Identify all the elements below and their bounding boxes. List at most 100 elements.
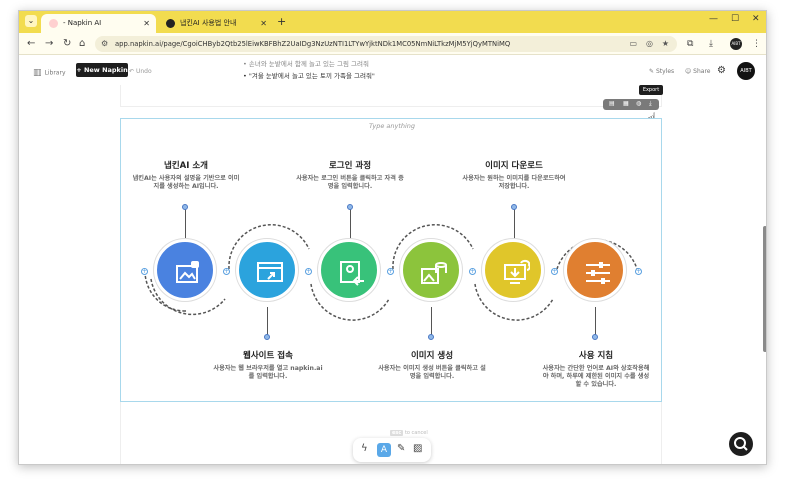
picture-icon[interactable]: ▨ <box>413 443 423 454</box>
step-circle[interactable] <box>564 239 626 301</box>
step-desc: 사용자는 로그인 버튼을 클릭하고 자격 증명을 입력합니다. <box>296 175 404 190</box>
minimize-icon[interactable]: — <box>709 14 718 24</box>
text-style-icon[interactable]: A <box>377 443 391 457</box>
text-block <box>120 402 662 464</box>
step-circle[interactable] <box>236 239 298 301</box>
handle-knob[interactable] <box>347 204 353 210</box>
stem <box>350 207 351 239</box>
step-desc: 사용자는 웹 브라우저를 열고 napkin.ai를 입력합니다. <box>213 365 323 380</box>
napkin-page: ▥Library + New Napkin ↶ Undo • 손녀와 눈밭에서 … <box>19 56 766 464</box>
search-button[interactable] <box>729 432 753 456</box>
step-circle[interactable] <box>482 239 544 301</box>
library-icon: ▥ <box>33 68 42 78</box>
profile-avatar[interactable]: AIBT <box>730 38 742 50</box>
visual-card[interactable]: Type anything 냅킨AI 소개 냅킨AI는 사용자의 설명을 기반으… <box>120 118 662 402</box>
forward-icon[interactable]: → <box>45 38 54 49</box>
library-button[interactable]: ▥Library <box>33 68 66 78</box>
eye-off-icon[interactable]: ◎ <box>646 39 653 48</box>
add-node-icon[interactable]: + <box>305 268 312 275</box>
undo-button[interactable]: ↶ Undo <box>129 68 152 75</box>
user-avatar[interactable]: AIBT <box>737 62 755 80</box>
lightning-icon[interactable]: ϟ <box>361 443 368 454</box>
step-desc: 사용자는 원하는 이미지를 다운로드하여 저장합니다. <box>462 175 566 190</box>
handle-knob[interactable] <box>511 204 517 210</box>
add-node-icon[interactable]: + <box>223 268 230 275</box>
chatgpt-favicon-icon <box>166 19 175 28</box>
add-node-icon[interactable]: + <box>551 268 558 275</box>
export-tooltip: Export <box>639 85 663 95</box>
star-icon[interactable]: ★ <box>661 39 669 48</box>
search-icon <box>734 437 748 451</box>
close-tab-icon[interactable]: ✕ <box>260 19 267 28</box>
step-desc: 냅킨AI는 사용자의 설명을 기반으로 이미지를 생성하는 AI입니다. <box>132 175 240 190</box>
variant-icon[interactable]: ▦ <box>623 100 629 107</box>
close-tab-icon[interactable]: ✕ <box>143 19 150 28</box>
image-icon <box>176 261 199 283</box>
undo-icon: ↶ <box>129 68 136 75</box>
handle-knob[interactable] <box>182 204 188 210</box>
home-icon[interactable]: ⌂ <box>79 38 86 49</box>
tab-search-icon[interactable]: ⌄ <box>25 15 37 27</box>
tab-bar: ⌄ - Napkin AI ✕ 냅킨AI 사용법 안내 ✕ + — ☐ ✕ <box>19 11 766 33</box>
step-desc: 사용자는 이미지 생성 버튼을 클릭하고 설명을 입력합니다. <box>378 365 486 380</box>
share-button[interactable]: ☺ Share <box>685 68 711 75</box>
stem <box>595 307 596 337</box>
palette-icon[interactable]: ◍ <box>636 100 642 107</box>
new-tab-icon[interactable]: + <box>277 15 287 28</box>
tab-guide[interactable]: 냅킨AI 사용법 안내 ✕ <box>158 14 273 33</box>
step-title: 이미지 다운로드 <box>485 161 543 171</box>
menu-icon[interactable]: ⋮ <box>752 39 761 49</box>
maximize-icon[interactable]: ☐ <box>731 14 740 24</box>
bullet-item: • 손녀와 눈밭에서 함께 놀고 있는 그림 그려줘 <box>243 60 369 68</box>
new-napkin-button[interactable]: + New Napkin <box>76 63 128 77</box>
step-title: 냅킨AI 소개 <box>164 161 208 171</box>
pen-icon[interactable]: ✎ <box>397 443 406 454</box>
type-anything-hint: Type anything <box>368 122 416 130</box>
tab-napkin[interactable]: - Napkin AI ✕ <box>41 14 156 33</box>
visual-toolbar: ▤ ▦ ◍ ⤓ <box>603 99 659 110</box>
text-block <box>120 85 662 107</box>
download-icon <box>504 259 530 284</box>
handle-knob[interactable] <box>264 334 270 340</box>
url-text: app.napkin.ai/page/CgoiCHByb2Qtb25lEiwKB… <box>115 40 511 48</box>
add-node-icon[interactable]: + <box>387 268 394 275</box>
styles-button[interactable]: ✎ Styles <box>649 68 675 75</box>
add-node-icon[interactable]: + <box>635 268 642 275</box>
tab-title: - Napkin AI <box>63 19 102 27</box>
layout-icon[interactable]: ▤ <box>609 100 615 107</box>
cast-icon[interactable]: ▭ <box>629 39 637 48</box>
add-node-icon[interactable]: + <box>141 268 148 275</box>
export-icon[interactable]: ⤓ <box>649 100 652 107</box>
back-icon[interactable]: ← <box>27 38 36 49</box>
browser-toolbar: ← → ↻ ⌂ ⚙ app.napkin.ai/page/CgoiCHByb2Q… <box>19 33 766 55</box>
address-bar[interactable]: ⚙ app.napkin.ai/page/CgoiCHByb2Qtb25lEiw… <box>95 36 677 52</box>
browser-window: ⌄ - Napkin AI ✕ 냅킨AI 사용법 안내 ✕ + — ☐ ✕ ← … <box>18 10 767 465</box>
scrollbar[interactable] <box>763 226 766 352</box>
esc-hint: esc to cancel <box>390 430 428 436</box>
step-desc: 사용자는 간단한 언어로 AI와 상호작용해야 하며, 하루에 제한된 이미지 … <box>542 365 650 388</box>
user-icon: ☺ <box>685 68 694 75</box>
reload-icon[interactable]: ↻ <box>63 38 72 49</box>
brush-icon: ✎ <box>649 68 656 75</box>
handle-knob[interactable] <box>428 334 434 340</box>
download-icon[interactable]: ⤓ <box>709 39 713 49</box>
stem <box>267 307 268 337</box>
step-title: 웹사이트 접속 <box>243 351 293 361</box>
stem <box>514 207 515 239</box>
step-circle[interactable] <box>154 239 216 301</box>
site-info-icon[interactable]: ⚙ <box>101 39 109 48</box>
step-circle[interactable] <box>400 239 462 301</box>
tab-title: 냅킨AI 사용법 안내 <box>180 19 237 27</box>
step-title: 로그인 과정 <box>328 161 372 171</box>
extensions-icon[interactable]: ⧉ <box>687 39 694 49</box>
generate-icon <box>421 262 447 284</box>
bullet-item: • "겨울 눈밭에서 놀고 있는 토끼 가족을 그려줘" <box>243 72 375 80</box>
close-window-icon[interactable]: ✕ <box>752 14 760 24</box>
napkin-favicon-icon <box>49 19 58 28</box>
add-node-icon[interactable]: + <box>469 268 476 275</box>
settings-icon[interactable]: ⚙ <box>717 65 726 76</box>
handle-knob[interactable] <box>592 334 598 340</box>
step-title: 이미지 생성 <box>410 351 454 361</box>
step-circle[interactable] <box>318 239 380 301</box>
login-icon <box>340 261 364 286</box>
